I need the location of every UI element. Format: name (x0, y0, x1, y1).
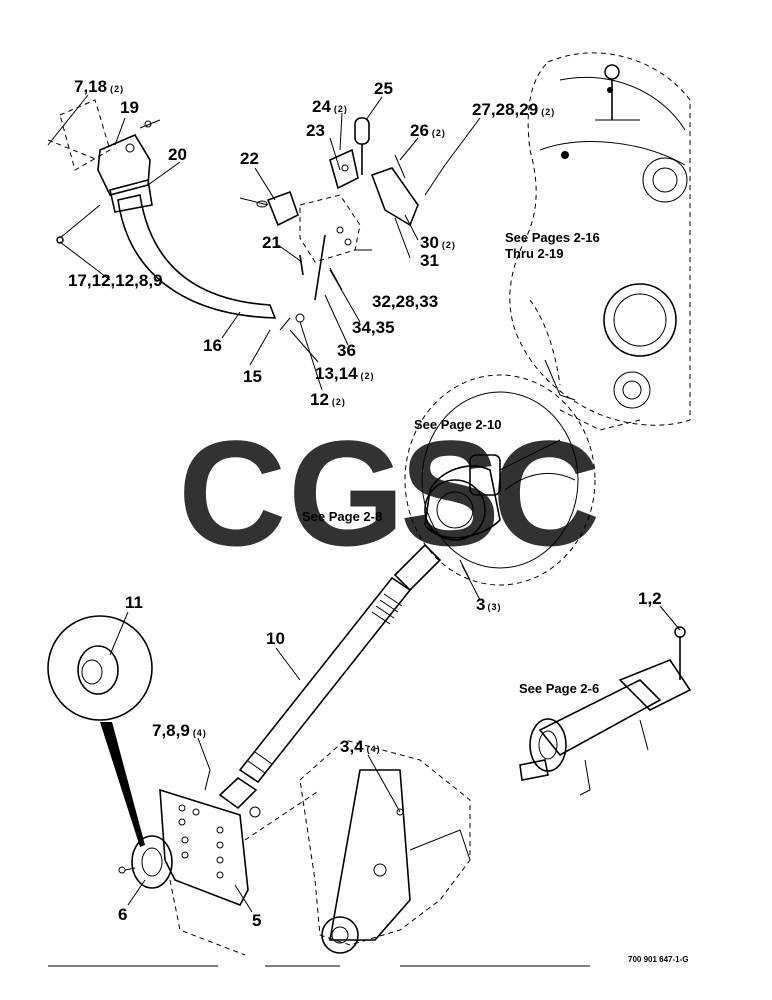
callout-36: 36 (337, 341, 356, 360)
callout-23: 23 (306, 121, 325, 140)
callout-7-8-9: 7,8,9(4) (152, 721, 207, 740)
callout-21: 21 (262, 233, 281, 252)
callout-11: 11 (125, 593, 143, 612)
callout-10: 10 (266, 629, 285, 648)
callout-labels: 7,18(2) 19 20 22 24(2) 25 23 26(2) 27,28… (68, 77, 662, 930)
callout-26: 26(2) (410, 121, 446, 140)
mount-plate (159, 769, 261, 956)
detail-bearing-11 (47, 615, 153, 847)
ref-page-2-8: See Page 2-8 (302, 509, 382, 524)
callout-32-28-33: 32,28,33 (372, 292, 438, 311)
callout-3-4: 3,4(4) (340, 737, 381, 756)
callout-6: 6 (118, 905, 127, 924)
ref-page-2-10: See Page 2-10 (414, 417, 501, 432)
callout-15: 15 (243, 367, 262, 386)
watermark-letter-g: G (288, 409, 405, 577)
callout-3: 3(3) (476, 595, 501, 614)
leader-lines (47, 94, 681, 913)
clutch-assembly (393, 374, 596, 592)
watermark: C G S C (178, 409, 600, 577)
drive-shaft (218, 576, 412, 810)
bearing-6 (118, 835, 173, 889)
callout-12: 12(2) (310, 390, 346, 409)
frame-support (244, 739, 471, 954)
callout-34-35: 34,35 (352, 318, 395, 337)
callout-1-2: 1,2 (638, 589, 662, 608)
callout-13-14: 13,14(2) (315, 364, 375, 383)
ref-page-2-6: See Page 2-6 (519, 681, 599, 696)
callout-24: 24(2) (312, 97, 348, 116)
ref-pages-2-16-line1: See Pages 2-16 (505, 230, 600, 245)
watermark-letter-c1: C (178, 409, 286, 577)
watermark-letter-s: S (400, 409, 500, 577)
callout-7-18: 7,18(2) (74, 77, 124, 96)
ref-pages-2-16-line2: Thru 2-19 (505, 246, 564, 261)
callout-27-28-29: 27,28,29(2) (472, 100, 555, 119)
callout-17-12-12-8-9: 17,12,12,8,9 (68, 271, 163, 290)
callout-22: 22 (240, 149, 259, 168)
watermark-letter-c2: C (492, 409, 600, 577)
callout-16: 16 (203, 336, 222, 355)
callout-20: 20 (168, 145, 187, 164)
drawing-number: 700 901 647-1-G (628, 955, 689, 964)
callout-31: 31 (420, 251, 439, 270)
gearbox-housing (509, 52, 691, 431)
callout-5: 5 (252, 911, 261, 930)
reference-notes: See Pages 2-16 Thru 2-19 See Page 2-10 S… (302, 230, 689, 964)
callout-30: 30(2) (420, 233, 456, 252)
pto-shaft (519, 626, 692, 796)
callout-19: 19 (120, 98, 139, 117)
callout-25: 25 (374, 79, 393, 98)
